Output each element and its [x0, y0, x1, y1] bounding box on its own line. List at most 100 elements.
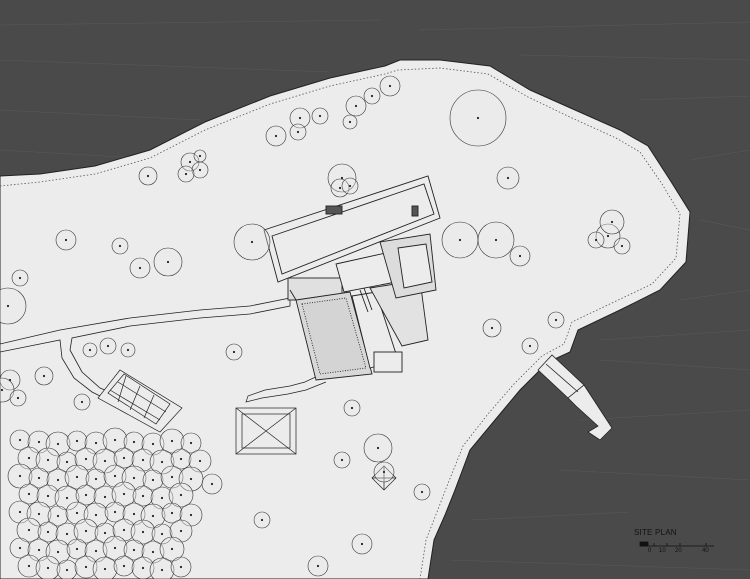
tree-trunk	[122, 492, 126, 496]
tree-trunk	[160, 568, 164, 572]
tree-trunk	[84, 529, 88, 533]
tree-trunk	[6, 304, 10, 308]
tree-trunk	[170, 475, 174, 479]
tree-trunk	[122, 564, 126, 568]
tree-trunk	[37, 476, 41, 480]
driveway	[0, 297, 291, 399]
tree-trunk	[132, 548, 136, 552]
scale-label-20: 20	[675, 548, 682, 554]
tree-trunk	[16, 396, 20, 400]
tree-trunk	[75, 547, 79, 551]
tree-trunk	[198, 168, 202, 172]
tree-trunk	[56, 550, 60, 554]
tree-trunk	[198, 459, 202, 463]
tree-trunk	[420, 490, 424, 494]
tree-trunk	[354, 104, 358, 108]
tree-trunk	[106, 344, 110, 348]
tree-canopy	[149, 557, 175, 579]
tree-trunk	[56, 514, 60, 518]
tree-trunk	[370, 94, 374, 98]
tree-trunk	[132, 476, 136, 480]
tree-trunk	[160, 532, 164, 536]
tree-trunk	[151, 514, 155, 518]
tree-trunk	[179, 457, 183, 461]
tree-trunk	[113, 438, 117, 442]
tree-trunk	[160, 460, 164, 464]
tree-trunk	[118, 244, 122, 248]
tree-trunk	[594, 238, 598, 242]
tree-trunk	[94, 549, 98, 553]
tree-trunk	[141, 530, 145, 534]
tree-trunk	[37, 548, 41, 552]
tree-trunk	[103, 495, 107, 499]
tree-trunk	[554, 318, 558, 322]
tree-trunk	[103, 531, 107, 535]
tree-trunk	[198, 154, 202, 158]
tree-trunk	[141, 566, 145, 570]
tree-trunk	[80, 400, 84, 404]
tree-trunk	[232, 350, 236, 354]
tree-trunk	[113, 474, 117, 478]
tree-trunk	[103, 459, 107, 463]
tree-trunk	[126, 348, 130, 352]
tree-trunk	[348, 184, 352, 188]
tree-trunk	[18, 276, 22, 280]
tree-trunk	[528, 344, 532, 348]
tree-trunk	[151, 550, 155, 554]
tree-trunk	[88, 348, 92, 352]
tree-trunk	[506, 176, 510, 180]
tree-trunk	[37, 512, 41, 516]
tree-trunk	[84, 565, 88, 569]
tree-trunk	[18, 510, 22, 514]
tree-trunk	[113, 546, 117, 550]
tree-trunk	[338, 186, 342, 190]
scale-label-10: 10	[659, 548, 666, 554]
tree-trunk	[46, 566, 50, 570]
tree-trunk	[65, 532, 69, 536]
tree-trunk	[170, 439, 174, 443]
water-texture	[0, 19, 750, 571]
tree-trunk	[350, 406, 354, 410]
tree-trunk	[42, 374, 46, 378]
garden-path	[245, 373, 327, 403]
tree-trunk	[316, 564, 320, 568]
main-house	[263, 175, 441, 381]
tree-trunk	[132, 512, 136, 516]
tree-trunk	[360, 542, 364, 546]
tree-trunk	[75, 511, 79, 515]
tree-trunk	[610, 220, 614, 224]
tree-trunk	[27, 564, 31, 568]
tree-trunk	[65, 568, 69, 572]
tree-trunk	[179, 529, 183, 533]
tree-trunk	[151, 478, 155, 482]
tree-trunk	[75, 475, 79, 479]
tree-trunk	[56, 478, 60, 482]
scale-bar	[639, 541, 714, 547]
tree-trunk	[340, 458, 344, 462]
tree-trunk	[138, 266, 142, 270]
tree-trunk	[65, 496, 69, 500]
tree-trunk	[260, 518, 264, 522]
tree-trunk	[476, 116, 480, 120]
scale-label-40: 40	[702, 548, 709, 554]
site-plan-title: SITE PLAN	[634, 528, 677, 537]
tree-trunk	[65, 460, 69, 464]
tree-trunk	[458, 238, 462, 242]
tree-trunk	[179, 565, 183, 569]
tree-trunk	[250, 240, 254, 244]
tree-trunk	[56, 442, 60, 446]
tree-trunk	[84, 457, 88, 461]
tree-trunk	[340, 176, 344, 180]
tree-trunk	[184, 172, 188, 176]
tree-trunk	[113, 510, 117, 514]
tree-trunk	[27, 492, 31, 496]
tree-trunk	[296, 130, 300, 134]
tree-trunk	[298, 116, 302, 120]
tree-trunk	[348, 120, 352, 124]
scale-label-0: 0	[648, 548, 652, 554]
tree-trunk	[189, 441, 193, 445]
tree-trunk	[170, 511, 174, 515]
tree-trunk	[606, 234, 610, 238]
tree-trunk	[274, 134, 278, 138]
